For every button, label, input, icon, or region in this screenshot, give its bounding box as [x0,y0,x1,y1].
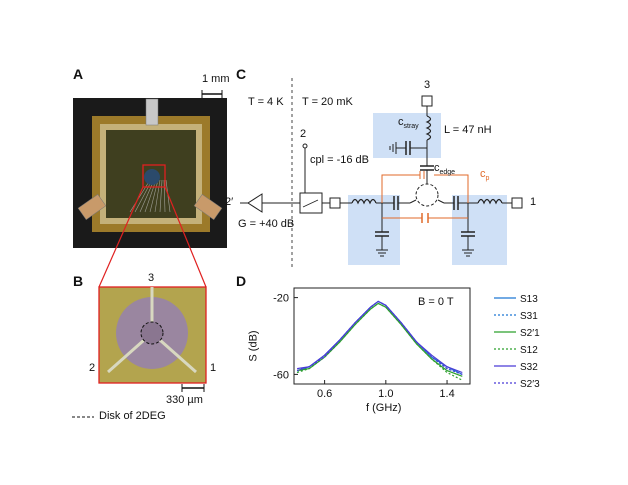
inductor-right [477,198,503,205]
coupler-label: cpl = -16 dB [310,154,370,166]
connector-right [193,194,223,220]
gain-label: G = +40 dB [238,218,295,230]
series-line [296,302,463,381]
legend-label: S31 [520,311,538,322]
panel-a-letter: A [73,66,84,82]
panel-a-scalebar [201,90,223,98]
series-line [296,300,463,375]
y-tick-label: -20 [273,293,289,305]
device-center [144,169,160,185]
connector-left [77,194,107,220]
panel-b-scalebar-label: 330 µm [166,394,203,406]
temp-left: T = 4 K [248,96,284,108]
panel-b-port-top: 3 [148,272,155,284]
x-tick-label: 0.6 [317,388,332,400]
y-tick-label: -60 [273,369,289,381]
panel-c-port-3: 3 [424,79,431,91]
dashed-line-legend [72,416,94,418]
legend-label: S13 [520,294,538,305]
panel-d-letter: D [236,273,247,289]
panel-b-port-right: 1 [210,362,217,374]
inductor-left [351,198,377,205]
zoom-region [142,164,166,188]
panel-b-letter: B [73,273,84,289]
zoom-line-left [98,186,144,288]
chart-xlabel: f (GHz) [366,402,402,414]
c-p-label: cp [480,168,490,183]
plot-frame [293,287,471,385]
series-line [297,302,463,377]
temp-right: T = 20 mK [302,96,353,108]
chart-annotation: B = 0 T [418,296,454,308]
legend-label: S2′3 [520,379,540,390]
panel-c-letter: C [236,66,247,82]
inductance-label: L = 47 nH [444,124,492,136]
legend-label: S2′1 [520,328,540,339]
panel-b-port-left: 2 [89,362,96,374]
panel-c-port-right: 1 [530,196,537,208]
x-tick-label: 1.4 [439,388,454,400]
amplifier [247,193,263,213]
panel-a-scalebar-label: 1 mm [202,73,230,85]
legend-label: S12 [520,345,538,356]
x-tick-label: 1.0 [378,388,393,400]
panel-c-port-left: 2′ [225,196,234,208]
legend-label: S32 [520,362,538,373]
parasitic-caps [381,171,469,223]
inductor-top [425,115,432,141]
c-stray-label: cstray [398,116,419,131]
zoom-line-right [164,186,207,288]
connector-top [145,98,159,126]
2deg-disk [140,321,164,345]
chart-ylabel: S (dB) [247,330,260,362]
c-edge-label: cedge [434,162,456,177]
port-2-terminal [302,143,308,149]
panel-c-port-2: 2 [300,128,307,140]
shade-right [452,195,507,265]
shade-left [348,195,400,265]
legend-note: Disk of 2DEG [99,410,166,422]
